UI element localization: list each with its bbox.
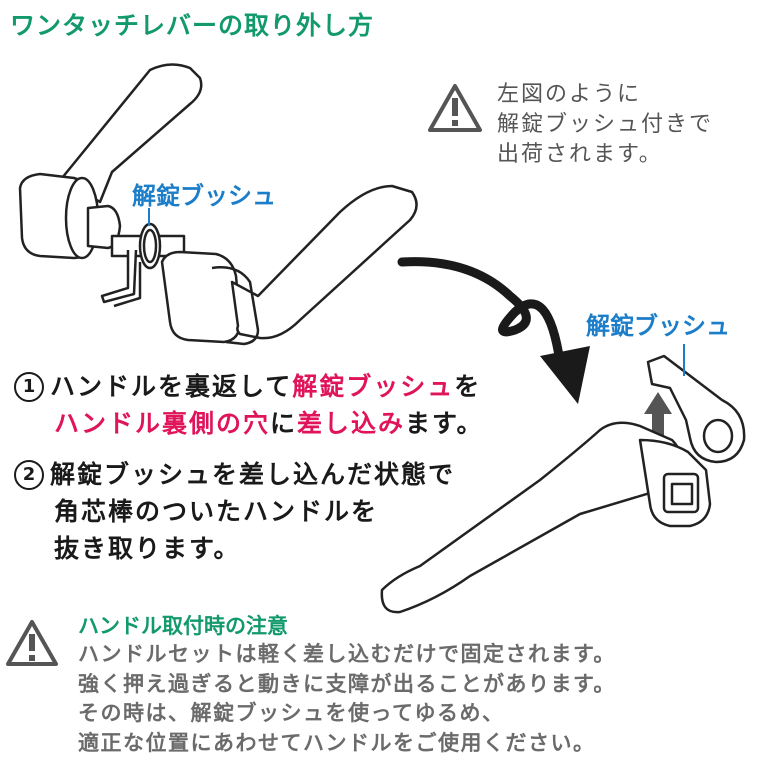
step-text: ます。 — [405, 409, 484, 438]
step-2-line-3: 抜き取ります。 — [54, 534, 241, 563]
unlock-bush-illustration — [646, 354, 746, 464]
step-text: 解錠ブッシュを差し込んだ状態で — [50, 460, 456, 489]
warning-icon — [428, 84, 482, 132]
shipping-note-line: 出荷されます。 — [497, 142, 663, 167]
caution-text: ハンドルセットは軽く差し込むだけで固定されます。 強く押え過ぎると動きに支障が出… — [78, 640, 616, 758]
step-text: に — [270, 409, 298, 438]
lever-handle-set-illustration — [18, 63, 418, 346]
curved-arrow-icon — [397, 257, 590, 404]
page-title: ワンタッチレバーの取り外し方 — [10, 11, 375, 40]
caution-line: 強く押え過ぎると動きに支障が出ることがあります。 — [78, 671, 616, 696]
caution-warning-icon — [6, 620, 58, 666]
step-1-line-2: ハンドル裏側の穴に差し込みます。 — [14, 405, 484, 442]
lever-handle-illustration — [380, 421, 712, 614]
shipping-note-line: 左図のように — [497, 82, 642, 107]
step-text: ハンドルを裏返して — [50, 372, 293, 401]
step-text-highlight: 解錠ブッシュ — [292, 372, 455, 401]
caution-heading: ハンドル取付時の注意 — [78, 614, 288, 638]
step-number: 1 — [14, 372, 44, 402]
step-text-highlight: ハンドル裏側の穴 — [54, 409, 271, 438]
caution-line: その時は、解錠ブッシュを使ってゆるめ、 — [78, 701, 505, 725]
shipping-note: 左図のように 解錠ブッシュ付きで 出荷されます。 — [497, 80, 713, 170]
shipping-note-line: 解錠ブッシュ付きで — [497, 112, 714, 137]
bush-label-left: 解錠ブッシュ — [132, 182, 276, 210]
step-number: 2 — [14, 460, 44, 490]
step-2-line-2: 角芯棒のついたハンドルを — [54, 497, 379, 526]
caution-line: 適正な位置にあわせてハンドルをご使用ください。 — [78, 730, 596, 755]
step-text: を — [454, 372, 482, 401]
bush-label-right: 解錠ブッシュ — [586, 312, 730, 340]
caution-line: ハンドルセットは軽く差し込むだけで固定されます。 — [78, 642, 616, 666]
step-text-highlight: 差し込み — [297, 409, 406, 438]
